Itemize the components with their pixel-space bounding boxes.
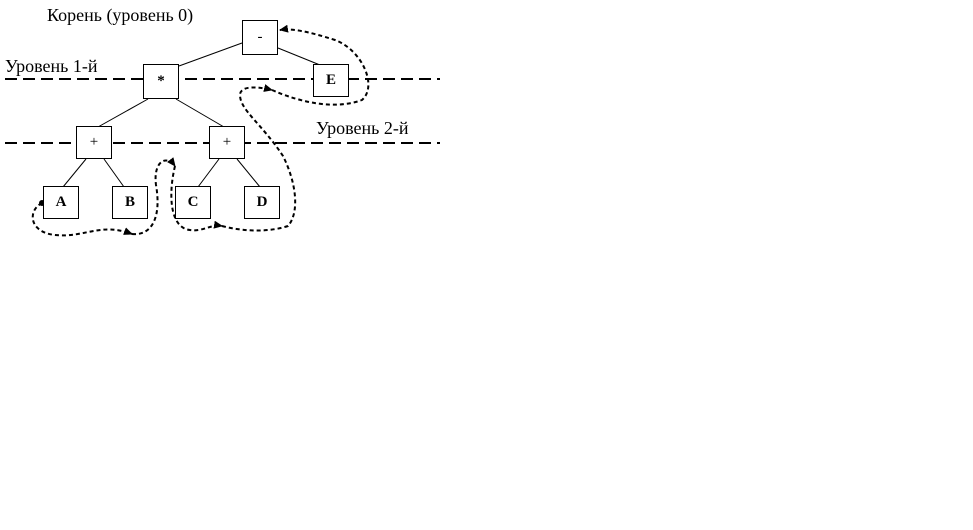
node-e: E xyxy=(313,64,349,97)
edge-plusleft-a xyxy=(62,158,87,188)
traversal-segment-c-d xyxy=(170,165,223,232)
traversal-segment-d-e xyxy=(221,84,297,232)
edge-plusright-c xyxy=(197,158,220,188)
node-c: C xyxy=(175,186,211,219)
level-1-label: Уровень 1-й xyxy=(5,56,98,76)
root-level-label: Корень (уровень 0) xyxy=(47,5,194,25)
traversal-segment-b-c xyxy=(131,157,176,236)
level-2-label: Уровень 2-й xyxy=(316,118,409,138)
node-multiply: * xyxy=(143,64,179,99)
node-plus-left: + xyxy=(76,126,112,159)
node-a: A xyxy=(43,186,79,219)
node-d: D xyxy=(244,186,280,219)
traversal-path xyxy=(31,24,370,237)
node-b: B xyxy=(112,186,148,219)
tree-edges xyxy=(62,42,321,188)
edge-plusleft-b xyxy=(103,158,125,188)
edge-mul-plusleft xyxy=(97,98,149,128)
node-root-minus: - xyxy=(242,20,278,55)
node-plus-right: + xyxy=(209,126,245,159)
edge-root-mul xyxy=(178,42,243,67)
edge-root-e xyxy=(277,47,321,66)
edge-mul-plusright xyxy=(175,98,225,128)
edge-plusright-d xyxy=(236,158,261,188)
traversal-segment-e-root xyxy=(271,24,370,106)
